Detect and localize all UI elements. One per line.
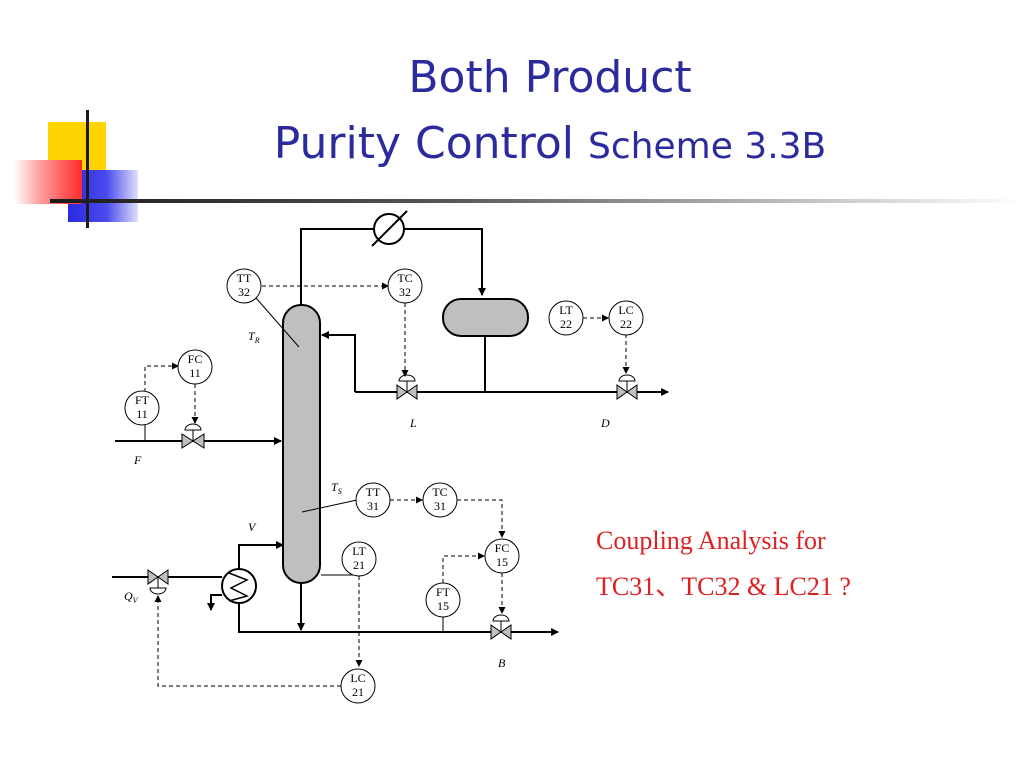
- instrument-lt21: LT 21: [341, 541, 377, 577]
- svg-text:15: 15: [496, 555, 508, 569]
- instrument-ft11: FT 11: [124, 390, 160, 426]
- label-stage-temp: TS: [331, 480, 342, 496]
- svg-text:21: 21: [353, 558, 365, 572]
- label-reflux: L: [409, 416, 417, 430]
- instrument-fc11: FC 11: [177, 349, 213, 385]
- instrument-lc21: LC 21: [340, 668, 376, 704]
- page-title-line1: Both Product: [408, 52, 692, 103]
- label-top-temp: TR: [248, 329, 260, 345]
- drum-outflow-line: [321, 331, 669, 396]
- svg-text:11: 11: [189, 366, 201, 380]
- svg-text:FC: FC: [495, 541, 510, 555]
- coupling-note-line1: Coupling Analysis for: [596, 526, 826, 555]
- label-vapor: V: [248, 520, 257, 534]
- svg-text:32: 32: [238, 285, 250, 299]
- instrument-fc15: FC 15: [484, 538, 520, 574]
- svg-text:22: 22: [560, 317, 572, 331]
- instrument-tt31: TT 31: [355, 482, 391, 518]
- reboiler-icon: [221, 568, 257, 604]
- svg-text:32: 32: [399, 285, 411, 299]
- svg-text:31: 31: [367, 499, 379, 513]
- coupling-note-line2: TC31、TC32 & LC21 ?: [596, 572, 851, 601]
- condenser-icon: [371, 210, 408, 247]
- svg-text:FT: FT: [436, 585, 451, 599]
- svg-text:LT: LT: [559, 303, 573, 317]
- svg-text:FC: FC: [188, 352, 203, 366]
- instrument-tt32: TT 32: [226, 268, 262, 304]
- svg-text:TT: TT: [237, 271, 252, 285]
- page-title-line2: Purity Control Scheme 3.3B: [0, 118, 1024, 169]
- svg-text:LT: LT: [352, 544, 366, 558]
- svg-text:FT: FT: [135, 393, 150, 407]
- instrument-ft15: FT 15: [425, 582, 461, 618]
- instrument-tc31: TC 31: [422, 482, 458, 518]
- svg-text:TC: TC: [397, 271, 412, 285]
- label-feed: F: [133, 453, 142, 467]
- distillate-valve-icon: [616, 374, 638, 400]
- reflux-valve-icon: [396, 374, 418, 400]
- deco-red-square: [14, 160, 82, 204]
- signal-lines: [144, 282, 630, 687]
- reflux-drum: [442, 298, 529, 337]
- distillation-column: [282, 304, 321, 584]
- svg-text:22: 22: [620, 317, 632, 331]
- steam-valve-icon: [147, 569, 169, 595]
- feed-valve-icon: [181, 423, 205, 449]
- deco-vertical-line: [86, 110, 89, 228]
- svg-text:21: 21: [352, 685, 364, 699]
- instrument-tc32: TC 32: [387, 268, 423, 304]
- svg-text:11: 11: [136, 407, 148, 421]
- label-reboiler-duty: QV: [124, 589, 139, 605]
- svg-text:LC: LC: [350, 671, 365, 685]
- title-main: Purity Control: [273, 118, 575, 169]
- svg-text:LC: LC: [618, 303, 633, 317]
- label-bottoms: B: [498, 656, 506, 670]
- svg-text:31: 31: [434, 499, 446, 513]
- title-scheme: Scheme 3.3B: [588, 126, 827, 167]
- svg-text:TT: TT: [366, 485, 381, 499]
- svg-text:TC: TC: [432, 485, 447, 499]
- bottoms-valve-icon: [490, 614, 512, 640]
- bottoms-piping: [112, 541, 559, 636]
- instrument-lt22: LT 22: [548, 300, 584, 336]
- instrument-lc22: LC 22: [608, 300, 644, 336]
- title-rule: [50, 199, 1024, 203]
- svg-text:15: 15: [437, 599, 449, 613]
- label-distillate: D: [600, 416, 610, 430]
